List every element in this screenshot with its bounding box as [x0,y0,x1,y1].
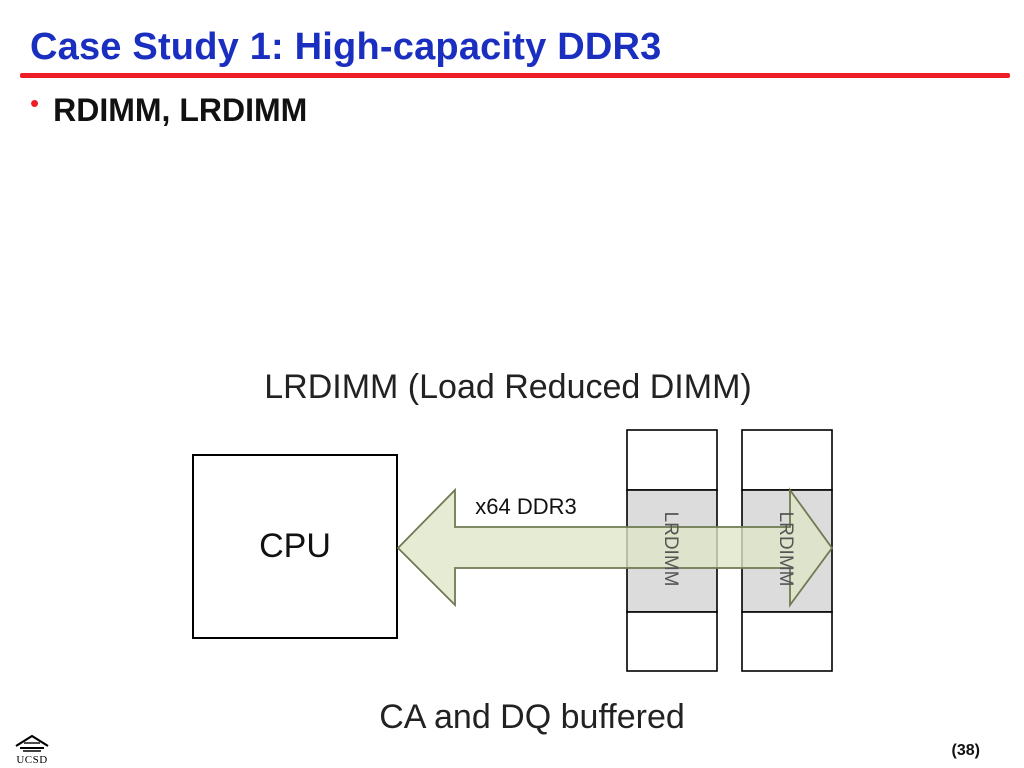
diagram-caption: CA and DQ buffered [379,698,685,736]
module-2-bottom-cell [741,611,833,672]
cpu-label: CPU [259,527,331,565]
bullet-text: RDIMM, LRDIMM [53,92,308,128]
ucsd-logo-icon [15,734,49,752]
title-divider [20,73,1010,78]
lrdimm-module-1 [626,429,718,672]
module-2-label: LRDIMM [775,512,796,587]
bus-arrow [396,487,834,608]
bus-label: x64 DDR3 [475,494,576,519]
bullet-icon: • [30,88,40,118]
slide-title: Case Study 1: High-capacity DDR3 [30,26,662,68]
module-1-top-cell [626,429,718,491]
module-1-bottom-cell [626,611,718,672]
page-number: (38) [951,742,980,759]
cpu-box [192,454,398,639]
bullet-item: • RDIMM, LRDIMM [30,90,307,130]
logo-text: UCSD [16,754,48,766]
module-1-label: LRDIMM [660,512,681,587]
module-2-top-cell [741,429,833,491]
ucsd-logo: UCSD [10,732,54,768]
diagram-heading: LRDIMM (Load Reduced DIMM) [264,368,751,406]
